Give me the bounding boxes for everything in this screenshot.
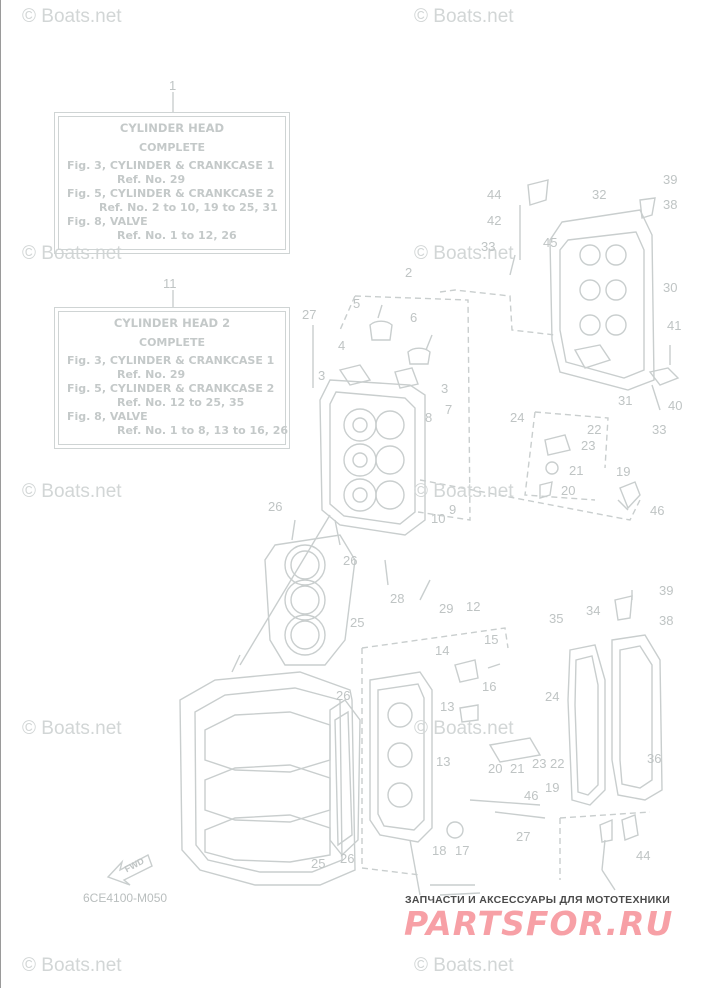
part-number: 44 xyxy=(636,848,651,863)
part-number: 39 xyxy=(663,172,678,187)
part-number: 46 xyxy=(650,503,665,518)
box1-line: Ref. No. 29 xyxy=(117,173,186,186)
watermark: © Boats.net xyxy=(22,481,122,502)
partsfor-logo[interactable]: PARTSFOR.RU xyxy=(404,904,674,943)
box1-line: Ref. No. 2 to 10, 19 to 25, 31 xyxy=(99,201,278,214)
watermark: © Boats.net xyxy=(414,955,514,976)
part-number: 3 xyxy=(441,381,449,396)
part-number: 38 xyxy=(659,613,674,628)
part-number: 23 xyxy=(532,756,547,771)
box1-line: Fig. 3, CYLINDER & CRANKCASE 1 xyxy=(67,159,275,172)
part-number: 25 xyxy=(350,615,365,630)
watermark: © Boats.net xyxy=(22,6,122,27)
part-number: 27 xyxy=(516,829,531,844)
part-number: 42 xyxy=(487,213,502,228)
part-number: 13 xyxy=(436,754,451,769)
part-number: 19 xyxy=(616,464,631,479)
part-number: 14 xyxy=(435,643,450,658)
box1-complete: COMPLETE xyxy=(139,141,205,154)
part-number: 2 xyxy=(405,265,413,280)
part-number: 35 xyxy=(549,611,564,626)
box1-ref: 1 xyxy=(169,78,177,93)
part-number: 18 xyxy=(432,843,447,858)
box2-line: Ref. No. 12 to 25, 35 xyxy=(117,396,245,409)
box2-complete: COMPLETE xyxy=(139,336,205,349)
part-number: 45 xyxy=(543,235,558,250)
part-number: 21 xyxy=(569,463,584,478)
part-number: 26 xyxy=(268,499,283,514)
part-number: 46 xyxy=(524,788,539,803)
part-number: 26 xyxy=(336,688,351,703)
part-number: 21 xyxy=(510,761,525,776)
part-number: 12 xyxy=(466,599,481,614)
box2-line: Fig. 8, VALVE xyxy=(67,410,148,423)
part-number: 24 xyxy=(545,689,560,704)
watermark: © Boats.net xyxy=(22,955,122,976)
part-number: 16 xyxy=(482,679,497,694)
part-number: 23 xyxy=(581,438,596,453)
part-number: 32 xyxy=(592,187,607,202)
box2-line: Fig. 5, CYLINDER & CRANKCASE 2 xyxy=(67,382,275,395)
part-number: 24 xyxy=(510,410,525,425)
part-number: 3 xyxy=(318,368,326,383)
part-number: 38 xyxy=(663,197,678,212)
watermark: © Boats.net xyxy=(414,243,514,264)
figure-code: 6CE4100-M050 xyxy=(83,891,168,905)
watermark: © Boats.net xyxy=(414,718,514,739)
box1-line: Fig. 5, CYLINDER & CRANKCASE 2 xyxy=(67,187,275,200)
part-number: 6 xyxy=(410,310,418,325)
box1-line: Ref. No. 1 to 12, 26 xyxy=(117,229,237,242)
part-number: 7 xyxy=(445,402,453,417)
part-number: 29 xyxy=(439,601,454,616)
left-frame-line xyxy=(0,0,1,988)
part-number: 25 xyxy=(311,856,326,871)
part-number: 19 xyxy=(545,780,560,795)
part-number: 39 xyxy=(659,583,674,598)
part-number: 28 xyxy=(390,591,405,606)
part-number: 26 xyxy=(340,851,355,866)
cylinder-head-2-complete-box: CYLINDER HEAD 2 COMPLETE Fig. 3, CYLINDE… xyxy=(54,307,290,449)
box1-title: CYLINDER HEAD xyxy=(119,121,225,135)
part-number: 30 xyxy=(663,280,678,295)
watermark: © Boats.net xyxy=(414,6,514,27)
part-number: 40 xyxy=(668,398,683,413)
part-number: 34 xyxy=(586,603,601,618)
watermark: © Boats.net xyxy=(414,481,514,502)
part-number: 22 xyxy=(550,756,565,771)
part-number: 5 xyxy=(353,296,361,311)
part-number: 26 xyxy=(343,553,358,568)
box2-title: CYLINDER HEAD 2 xyxy=(113,316,231,330)
watermark: © Boats.net xyxy=(22,243,122,264)
part-number: 15 xyxy=(484,632,499,647)
box2-line: Ref. No. 29 xyxy=(117,368,186,381)
part-number: 9 xyxy=(449,502,457,517)
box1-line: Fig. 8, VALVE xyxy=(67,215,148,228)
part-number: 13 xyxy=(440,699,455,714)
box2-ref: 11 xyxy=(163,276,177,291)
part-number: 10 xyxy=(431,511,446,526)
part-number: 33 xyxy=(652,422,667,437)
box2-line: Fig. 3, CYLINDER & CRANKCASE 1 xyxy=(67,354,275,367)
part-number: 36 xyxy=(647,751,662,766)
watermark: © Boats.net xyxy=(22,718,122,739)
part-number: 41 xyxy=(667,318,682,333)
part-number: 22 xyxy=(587,422,602,437)
part-number: 4 xyxy=(338,338,346,353)
ad-subtitle: ЗАПЧАСТИ И АКСЕССУАРЫ ДЛЯ МОТОТЕХНИКИ xyxy=(405,894,671,906)
part-number: 27 xyxy=(302,307,317,322)
box2-line: Ref. No. 1 to 8, 13 to 16, 26 xyxy=(117,424,289,437)
part-number: 20 xyxy=(561,483,576,498)
part-number: 20 xyxy=(488,761,503,776)
part-number: 33 xyxy=(481,239,496,254)
part-number: 44 xyxy=(487,187,502,202)
part-number: 17 xyxy=(455,843,470,858)
cylinder-head-complete-box: CYLINDER HEAD COMPLETE Fig. 3, CYLINDER … xyxy=(54,112,290,254)
part-number: 8 xyxy=(425,410,433,425)
part-number: 31 xyxy=(618,393,633,408)
